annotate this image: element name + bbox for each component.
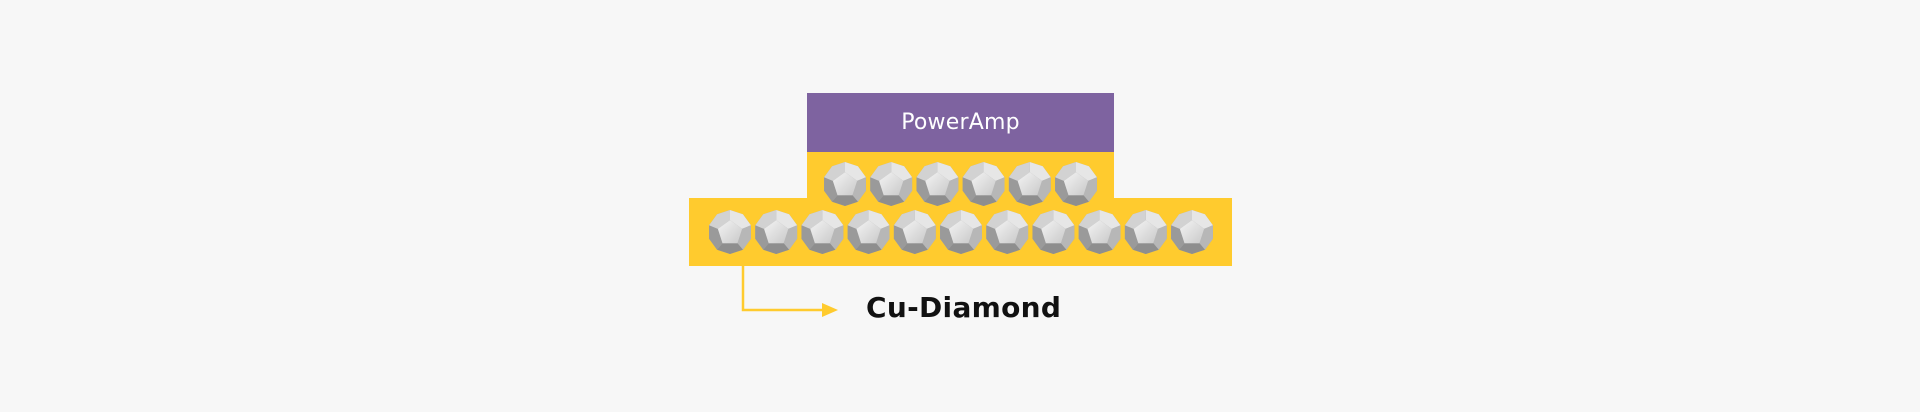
diamond-gem-icon (847, 210, 890, 254)
bottom-row-particles (709, 210, 1213, 254)
diamond-gem-icon (1032, 210, 1075, 254)
cu-diamond-label: Cu-Diamond (866, 291, 1062, 324)
diamond-gem-icon (893, 210, 936, 254)
diamond-gem-icon (1078, 210, 1121, 254)
diamond-gem-icon (940, 210, 982, 254)
diamond-gem-icon (1055, 162, 1097, 206)
substrate-pointer-arrow (741, 266, 838, 317)
diamond-gem-icon (916, 162, 959, 206)
diamond-gem-icon (824, 162, 866, 206)
diamond-gem-icon (1008, 162, 1051, 206)
arrow-head-icon (822, 303, 838, 317)
power-amp-label: PowerAmp (901, 110, 1020, 135)
power-amp-chip: PowerAmp (807, 93, 1114, 152)
diamond-gem-icon (986, 210, 1029, 254)
diamond-gem-icon (962, 162, 1005, 206)
diamond-gem-icon (709, 210, 751, 254)
diamond-gem-icon (870, 162, 913, 206)
diamond-gem-icon (1171, 210, 1213, 254)
diamond-gem-icon (801, 210, 844, 254)
diamond-gem-icon (1124, 210, 1167, 254)
top-row-particles (824, 162, 1097, 206)
diamond-gem-icon (755, 210, 798, 254)
arrow-line (741, 266, 824, 312)
